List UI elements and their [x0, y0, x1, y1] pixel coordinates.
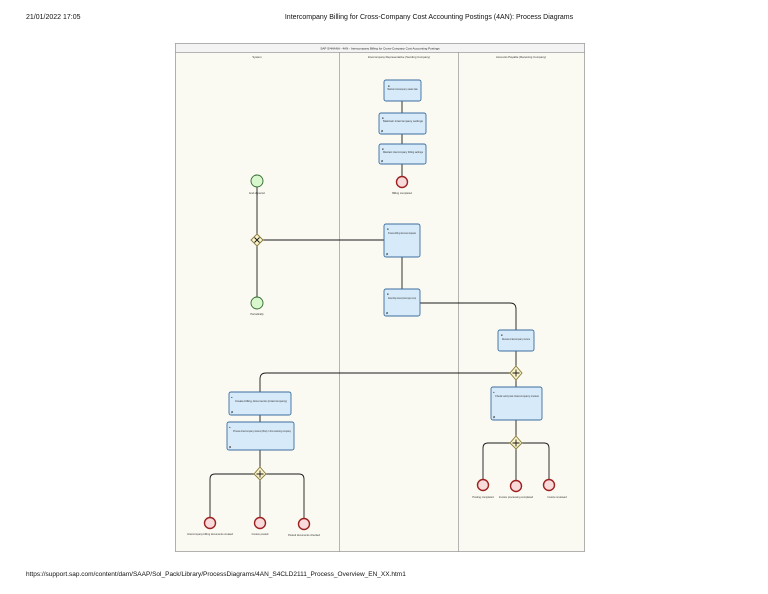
svg-text:Maintain intercompany billing: Maintain intercompany billing settings: [383, 150, 424, 154]
process-diagram: SAP S/4HANA - 4AN - Intercompany Billing…: [175, 43, 585, 552]
end-event-billing-documents-created: Intercompany billing documents created: [187, 516, 233, 536]
start-event-periodically: Periodically: [250, 296, 264, 316]
svg-text:⇄: ⇄: [493, 415, 496, 419]
svg-text:Posting completed: Posting completed: [472, 495, 494, 499]
svg-text:Intercompany billing documents: Intercompany billing documents created: [187, 532, 233, 536]
svg-text:Maintain intercompany master d: Maintain intercompany master data: [388, 87, 418, 91]
task-maintain-billing-settings[interactable]: ■ Maintain intercompany billing settings…: [378, 143, 427, 165]
flow-arrow: [482, 442, 510, 479]
flow-arrow: [266, 473, 305, 518]
svg-text:■: ■: [382, 117, 384, 120]
flow-arrow: [259, 372, 510, 392]
end-event-documents-checked: Posted documents checked: [288, 517, 320, 537]
svg-text:■: ■: [382, 148, 384, 151]
flow-arrow: [522, 442, 550, 479]
svg-text:Maintain intercompany settings: Maintain intercompany settings: [383, 119, 424, 123]
svg-text:Invoice posted: Invoice posted: [252, 532, 269, 536]
page-title: Intercompany Billing for Cross-Company C…: [284, 14, 574, 21]
task-process-idoc[interactable]: ● Process intercompany invoice (IDoc) in…: [226, 421, 295, 451]
svg-text:⇄: ⇄: [386, 311, 389, 315]
task-check-post-invoice[interactable]: ● Check and post intercompany invoice ⇄: [490, 386, 543, 421]
print-date: 21/01/2022 17:05: [26, 14, 81, 21]
lane-title: Accounts Payable (Receiving Company): [496, 55, 546, 59]
lane-title: Intercompany Representative (Sending Com…: [368, 55, 430, 59]
svg-text:Invoice reviewed: Invoice reviewed: [547, 495, 567, 499]
end-event-invoice-posted: Invoice posted: [252, 516, 269, 536]
svg-text:⇄: ⇄: [231, 410, 234, 414]
svg-text:■: ■: [387, 228, 389, 231]
svg-text:⇄: ⇄: [386, 252, 389, 256]
svg-text:Periodically: Periodically: [250, 312, 264, 316]
svg-text:●: ●: [229, 426, 231, 429]
exclusive-gateway: [250, 233, 264, 247]
svg-text:●: ●: [231, 396, 233, 399]
end-event-posting-completed: Posting completed: [472, 478, 494, 499]
task-create-billing-documents[interactable]: ● Create billing documents (intercompany…: [228, 391, 292, 416]
sequence-flows: [209, 101, 550, 518]
svg-text:End of period: End of period: [249, 191, 265, 195]
lane-receiving-company: [458, 52, 585, 552]
task-maintain-settings[interactable]: ■ Maintain intercompany settings ⇄: [378, 112, 427, 135]
task-receive-invoice[interactable]: ■ Receive intercompany invoice: [497, 329, 535, 352]
svg-text:Invoice processing completed: Invoice processing completed: [499, 495, 534, 499]
end-event-invoice-reviewed: Invoice reviewed: [542, 478, 567, 499]
lane-title: System: [252, 55, 262, 59]
task-maintain-master-data[interactable]: ■ Maintain intercompany master data: [383, 79, 422, 102]
flow-arrow: [209, 473, 254, 517]
svg-text:Process billing document reque: Process billing document requests: [388, 231, 416, 235]
svg-text:■: ■: [501, 334, 503, 337]
svg-text:■: ■: [387, 293, 389, 296]
svg-text:Check and post intercompany in: Check and post intercompany invoice: [495, 394, 540, 398]
svg-text:Billing completed: Billing completed: [392, 191, 412, 195]
task-review-billing-document[interactable]: ■ Review billing document (intercompany …: [383, 288, 421, 317]
footer-url[interactable]: https://support.sap.com/content/dam/SAAP…: [26, 571, 406, 578]
svg-text:Posted documents checked: Posted documents checked: [288, 533, 320, 537]
svg-text:Receive intercompany invoice: Receive intercompany invoice: [502, 337, 530, 341]
pool-title: SAP S/4HANA - 4AN - Intercompany Billing…: [320, 47, 440, 51]
svg-text:⇄: ⇄: [229, 445, 232, 449]
svg-text:⇄: ⇄: [381, 129, 384, 133]
svg-text:Review billing document (inter: Review billing document (intercompany in…: [388, 296, 416, 300]
svg-text:Create billing documents (inte: Create billing documents (intercompany): [235, 399, 287, 403]
svg-text:■: ■: [388, 85, 390, 88]
parallel-gateway: [253, 466, 267, 481]
flow-arrow: [420, 302, 517, 330]
parallel-gateway: [509, 435, 523, 450]
svg-text:Process intercompany invoice (: Process intercompany invoice (IDoc) in t…: [233, 429, 292, 433]
end-event-billing-completed: Billing completed: [392, 175, 412, 195]
svg-text:●: ●: [493, 391, 495, 394]
end-event-invoice-processing-completed: Invoice processing completed: [499, 479, 534, 499]
start-event-end-of-period: End of period: [249, 174, 265, 195]
task-process-billing-requests[interactable]: ■ Process billing document requests ⇄: [383, 223, 421, 258]
parallel-gateway: [509, 365, 523, 381]
svg-text:⇄: ⇄: [381, 159, 384, 163]
